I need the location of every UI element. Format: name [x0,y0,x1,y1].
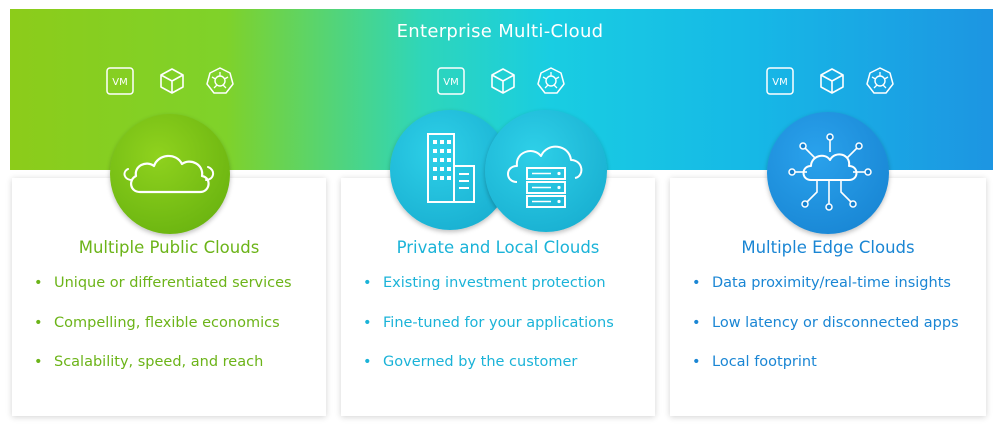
cube-icon [491,68,515,94]
list-item: •Data proximity/real-time insights [692,275,951,291]
cube-icon [160,68,184,94]
public-cloud-circle [110,114,230,234]
list-item: •Low latency or disconnected apps [692,314,959,331]
kubernetes-icon [537,67,565,94]
private-clouds-card: Private and Local Clouds •Existing inves… [341,178,655,416]
private-clouds-title: Private and Local Clouds [396,238,600,257]
list-item: •Compelling, flexible economics [34,314,280,331]
list-item: •Unique or differentiated services [34,275,292,291]
vm-icon: VM [437,67,465,95]
cube-icon [820,68,844,94]
banner-title: Enterprise Multi-Cloud [396,21,604,42]
building-icon [427,133,475,203]
cloud-icon [123,154,214,194]
icon-row-private: VM [436,66,566,100]
list-item: •Local footprint [692,354,817,370]
edge-cloud-icon [788,133,872,211]
list-item: •Fine-tuned for your applications [363,314,614,331]
edge-cloud-circle [767,112,889,234]
svg-text:VM: VM [112,77,127,88]
private-clouds-bullets: •Existing investment protection •Fine-tu… [363,275,645,394]
server-cloud-circle [485,110,607,232]
public-clouds-title: Multiple Public Clouds [78,238,260,257]
kubernetes-icon [866,67,894,94]
svg-text:VM: VM [443,77,458,88]
edge-clouds-title: Multiple Edge Clouds [741,238,915,257]
building-circle [390,110,510,230]
svg-text:VM: VM [772,77,787,88]
list-item: •Scalability, speed, and reach [34,354,264,370]
edge-clouds-bullets: •Data proximity/real-time insights •Low … [692,275,976,394]
server-cloud-icon [507,145,583,208]
list-item: •Existing investment protection [363,275,606,291]
kubernetes-icon [206,67,234,94]
list-item: •Governed by the customer [363,354,578,370]
vm-icon: VM [106,67,134,95]
icon-row-edge: VM [765,66,895,100]
public-clouds-card: Multiple Public Clouds •Unique or differ… [12,178,326,416]
public-clouds-bullets: •Unique or differentiated services •Comp… [34,275,316,394]
icon-row-public: VM [105,66,235,100]
vm-icon: VM [766,67,794,95]
